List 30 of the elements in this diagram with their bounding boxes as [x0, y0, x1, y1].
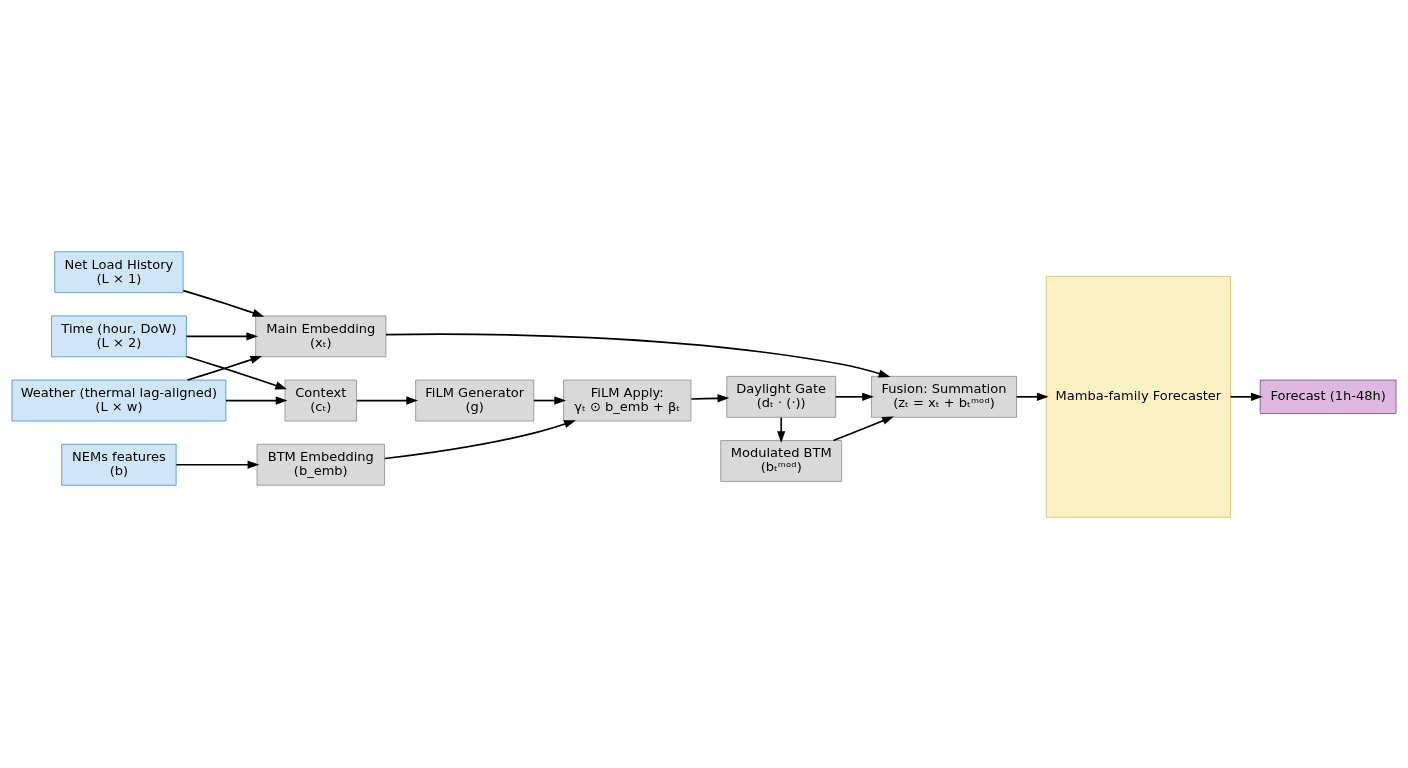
arrow — [1015, 392, 1049, 401]
node-box: Weather (thermal lag-aligned) (L × w) — [11, 379, 227, 421]
node-box: Modulated BTM (bₜᵐᵒᵈ) — [720, 439, 843, 482]
arrow — [175, 460, 260, 469]
arrow — [383, 419, 576, 459]
node-box: Mamba-family Forecaster — [1045, 275, 1231, 518]
node-box: Fusion: Summation (zₜ = xₜ + bₜᵐᵒᵈ) — [870, 375, 1017, 418]
node-box: BTM Embedding (b_emb) — [256, 443, 385, 486]
arrow — [185, 355, 288, 389]
node-box: Daylight Gate (dₜ · (·)) — [726, 375, 837, 418]
node-box: Forecast (1h-48h) — [1259, 379, 1397, 414]
arrow — [834, 392, 874, 401]
node-box: Main Embedding (xₜ) — [255, 314, 387, 357]
arrow — [777, 416, 786, 443]
node-box: FiLM Generator (g) — [415, 379, 535, 421]
node-box: Net Load History (L × 1) — [54, 250, 184, 293]
node-box: NEMs features (b) — [61, 443, 177, 486]
arrow — [832, 415, 894, 441]
arrow — [385, 332, 891, 377]
arrow — [182, 289, 265, 317]
node-box: Time (hour, DoW) (L × 2) — [51, 314, 187, 357]
arrow — [533, 395, 566, 405]
arrow — [186, 355, 263, 381]
arrow — [1229, 392, 1263, 401]
arrow — [185, 331, 259, 340]
arrow — [690, 393, 730, 402]
arrow — [355, 395, 419, 405]
node-box: Context (cₜ) — [284, 379, 358, 421]
node-box: FiLM Apply: γₜ ⊙ b_emb + βₜ — [563, 379, 692, 421]
arrow — [225, 395, 288, 405]
